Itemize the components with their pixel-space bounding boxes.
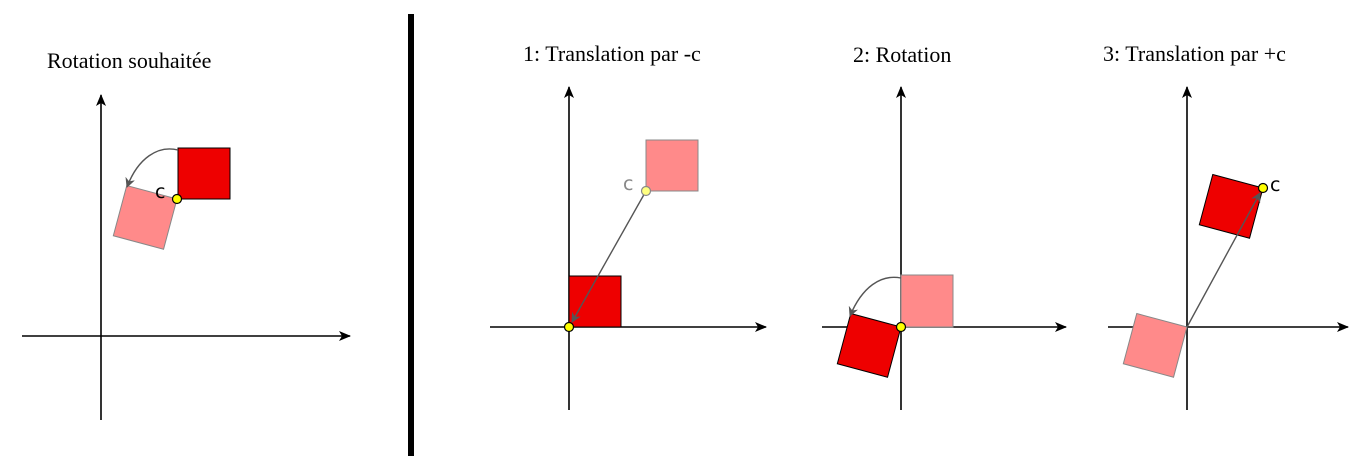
translation-arrow [571,190,647,323]
pivot-label: c [155,181,165,203]
pivot-point [1257,182,1269,194]
title-step2-rotation: 2: Rotation [853,42,952,67]
title-step1-translation: 1: Translation par -c [523,41,701,66]
translation-arrow [1186,192,1261,328]
title-step3-translation: 3: Translation par +c [1103,41,1286,66]
panel-desired-rotation: c [22,94,351,420]
rotated-square [836,312,902,378]
translated-square [568,275,622,328]
original-square [177,147,231,200]
rotated-square-faded [112,184,178,250]
original-square-faded [645,139,699,192]
rotated-square-at-origin-faded [1122,312,1188,378]
panel-step3: c [1108,86,1349,410]
rotation-arrow [125,148,179,188]
pivot-point-faded [640,185,652,197]
panel-step1: c [490,86,767,410]
final-square [1198,173,1264,239]
origin-point [895,321,907,333]
panel-step2 [822,86,1067,410]
panel-divider [408,14,414,456]
pivot-point [171,193,183,205]
title-desired-rotation: Rotation souhaitée [47,48,212,73]
pivot-label: c [1270,174,1280,196]
origin-point [563,321,575,333]
pivot-label-faded: c [623,173,633,195]
square-before-rotation-faded [900,274,954,328]
rotation-arrow [848,276,902,317]
